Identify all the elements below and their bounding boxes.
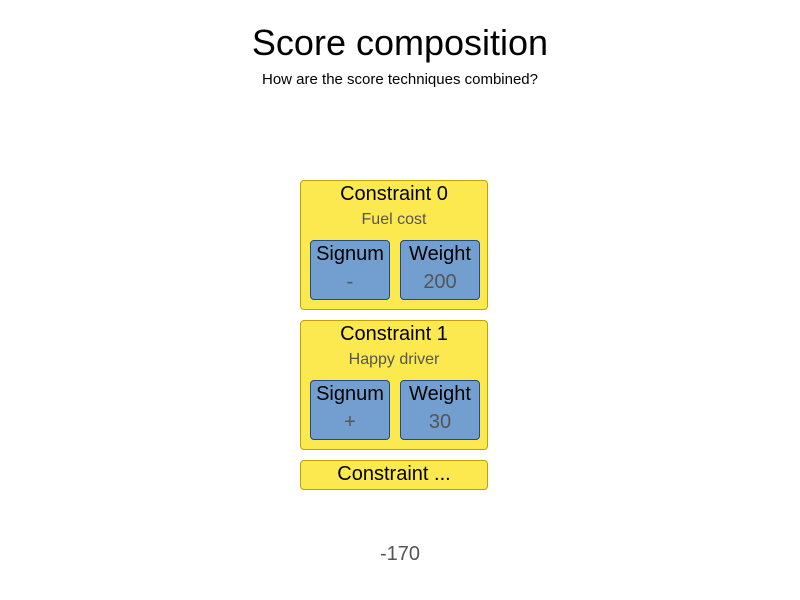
constraint-description: Fuel cost	[361, 211, 427, 228]
signum-label: Signum	[316, 383, 384, 405]
constraint-name: Constraint 0	[340, 183, 448, 205]
weight-box: Weight 30	[400, 380, 480, 440]
constraint-description: Happy driver	[348, 351, 440, 368]
constraint-more-card: Constraint ...	[300, 460, 488, 490]
total-score: -170	[379, 543, 421, 565]
signum-label: Signum	[316, 243, 384, 265]
signum-value: -	[346, 271, 354, 293]
page-title: Score composition	[251, 22, 549, 63]
constraint-card: Constraint 0 Fuel cost Signum - Weight 2…	[300, 180, 488, 310]
weight-label: Weight	[409, 383, 471, 405]
page-subtitle: How are the score techniques combined?	[262, 71, 538, 88]
weight-box: Weight 200	[400, 240, 480, 300]
signum-box: Signum +	[310, 380, 390, 440]
constraint-card: Constraint 1 Happy driver Signum + Weigh…	[300, 320, 488, 450]
signum-value: +	[344, 411, 356, 433]
signum-box: Signum -	[310, 240, 390, 300]
constraint-more-label: Constraint ...	[337, 463, 451, 485]
weight-value: 200	[423, 271, 457, 293]
weight-value: 30	[428, 411, 452, 433]
weight-label: Weight	[409, 243, 471, 265]
constraint-name: Constraint 1	[340, 323, 448, 345]
